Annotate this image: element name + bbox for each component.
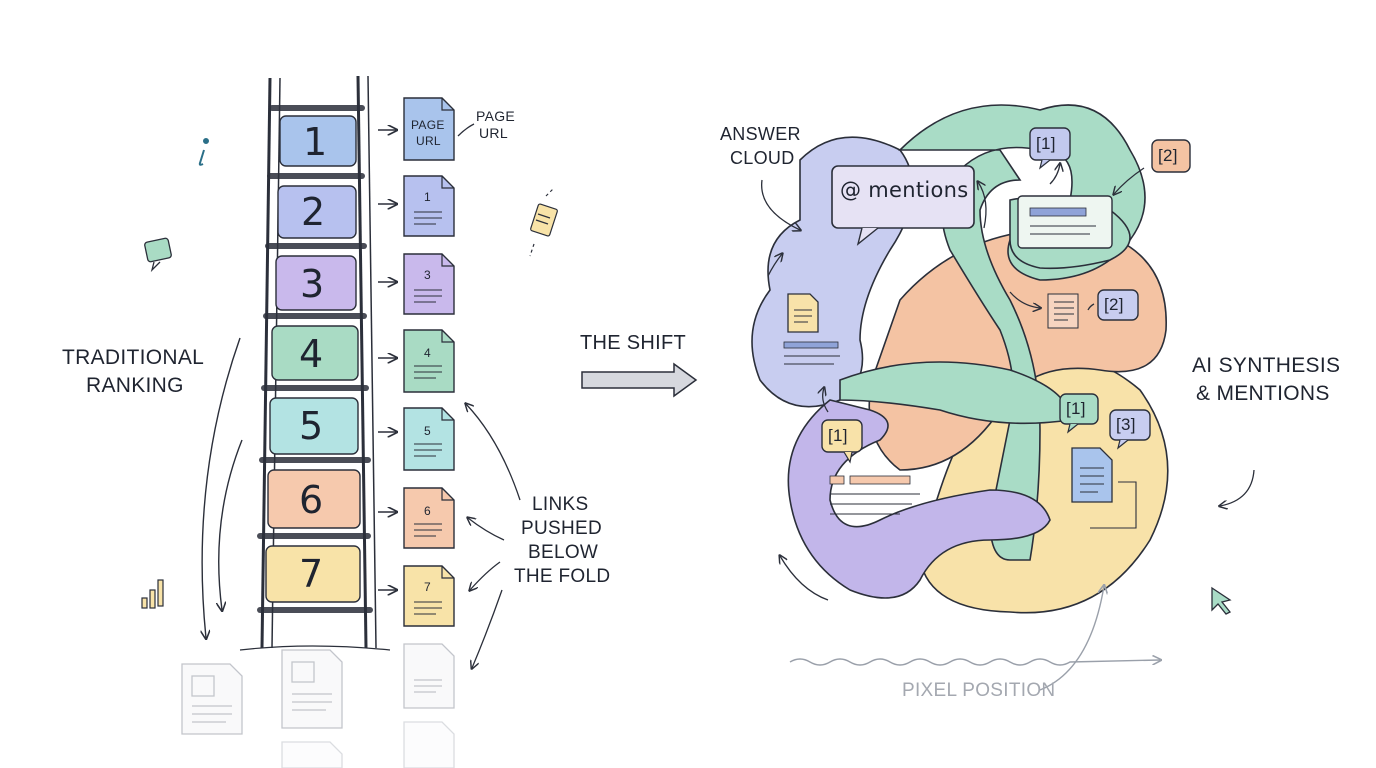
doc-icon-5	[403, 407, 455, 471]
doc-icon-3	[403, 253, 455, 315]
bar-chart-doodle-icon	[141, 579, 164, 609]
doc-icon-4	[403, 329, 455, 393]
citation-mid2-text: [2]	[1104, 295, 1124, 314]
rung-4	[263, 313, 367, 381]
rung-number-2: 2	[301, 190, 326, 234]
citation-l1-text: [1]	[828, 426, 848, 445]
page-url-label-2: URL	[479, 125, 508, 141]
faded-docs	[181, 643, 455, 768]
rung-3	[265, 243, 367, 311]
rung-5	[261, 385, 369, 455]
doc-icon-2	[403, 175, 455, 237]
answer-cloud-label-2: CLOUD	[730, 148, 795, 168]
rung-1	[269, 105, 365, 167]
shift-label: THE SHIFT	[580, 332, 687, 354]
ai-synthesis-label-2: & MENTIONS	[1196, 382, 1330, 405]
left-down-arrows	[202, 337, 243, 638]
traditional-ranking-label-2: RANKING	[86, 374, 184, 397]
mentions-card	[831, 165, 975, 246]
rung-number-7: 7	[299, 552, 324, 596]
citation-top1-text: [1]	[1036, 134, 1056, 153]
rung-number-1: 1	[303, 120, 328, 164]
top-right-card	[1017, 195, 1113, 249]
doc-number-6: 6	[424, 504, 431, 518]
doc-number-3: 3	[424, 268, 431, 282]
rung-number-6: 6	[299, 478, 324, 522]
citation-top2-text: [2]	[1158, 146, 1178, 165]
cloud-doc-left-icon	[787, 293, 819, 333]
rung-arrows	[378, 130, 396, 590]
doc-number-4: 4	[424, 346, 431, 360]
rung-6	[259, 457, 371, 529]
traditional-ranking-label-1: TRADITIONAL	[62, 346, 205, 369]
cursor-icon	[1211, 586, 1232, 615]
cloud-doc-right-icon	[1071, 447, 1137, 529]
cloud-lines-bottom	[829, 475, 920, 515]
doc-number-5: 5	[424, 424, 431, 438]
doc-number-2: 1	[424, 190, 431, 204]
cloud-doc-mid-icon	[1047, 293, 1079, 329]
page-url-pointer	[457, 123, 475, 137]
ai-synthesis-label-1: AI SYNTHESIS	[1192, 354, 1341, 377]
doc1-text-url: URL	[416, 134, 441, 148]
shift-arrow	[581, 362, 698, 398]
doc-number-7: 7	[424, 580, 431, 594]
pixel-position-label: PIXEL POSITION	[902, 680, 1056, 701]
pixel-position-arrow	[789, 586, 1160, 691]
rung-2	[267, 173, 365, 239]
links-arrows	[466, 404, 521, 668]
citation-r3	[1109, 409, 1151, 450]
cloud-arrows	[761, 164, 1255, 601]
links-label-3: BELOW	[528, 542, 599, 563]
note-doodle-icon	[529, 187, 558, 257]
cloud-lines-left	[783, 341, 840, 365]
doc-icon-1	[403, 97, 455, 161]
rung-7	[257, 533, 373, 613]
rung-number-5: 5	[299, 404, 324, 448]
links-label-2: PUSHED	[521, 518, 602, 539]
citation-r3-text: [3]	[1116, 415, 1136, 434]
citation-top1	[1029, 127, 1071, 170]
links-label-1: LINKS	[532, 494, 589, 515]
answer-cloud-label-1: ANSWER	[720, 124, 801, 144]
rung-number-4: 4	[299, 332, 324, 376]
chat-bubble-doodle-icon	[144, 237, 172, 273]
doc-icon-7	[403, 565, 455, 627]
citation-l1	[821, 419, 863, 464]
rung-number-3: 3	[300, 262, 325, 306]
doc-icon-6	[403, 487, 455, 549]
page-url-label-1: PAGE	[476, 108, 516, 124]
citation-mid2	[1097, 289, 1139, 321]
doc1-text-page: PAGE	[411, 118, 445, 132]
mentions-text: @ mentions	[840, 178, 969, 202]
citation-r1	[1059, 393, 1099, 434]
info-icon	[198, 138, 209, 166]
citation-top2	[1151, 139, 1191, 173]
links-label-4: THE FOLD	[514, 566, 611, 587]
citation-r1-text: [1]	[1066, 399, 1086, 418]
